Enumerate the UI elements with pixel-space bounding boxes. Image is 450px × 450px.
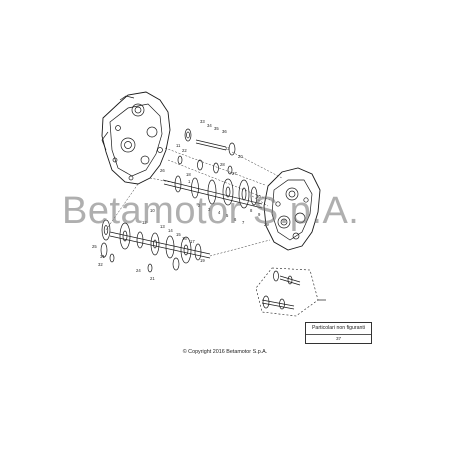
left-crankcase [101, 91, 171, 185]
callout-7: 7 [242, 220, 245, 225]
callout-22: 22 [182, 148, 187, 153]
callout-15: 15 [176, 232, 181, 237]
callout-25: 25 [92, 244, 97, 249]
note-number: 37 [335, 336, 342, 341]
note-divider [306, 334, 371, 335]
callout-19: 19 [200, 258, 205, 263]
callout-36: 36 [222, 129, 227, 134]
callout-1: 1 [188, 179, 191, 184]
callout-8: 8 [250, 208, 253, 213]
copyright-text: © Copyright 2016 Betamotor S.p.A. [182, 349, 268, 355]
callout-26: 26 [160, 168, 165, 173]
callout-28: 28 [220, 162, 225, 167]
callout-9: 9 [258, 212, 261, 217]
callout-24: 24 [136, 268, 141, 273]
callout-23: 23 [225, 146, 230, 151]
right-crankcase [263, 167, 321, 251]
callout-14: 14 [168, 228, 173, 233]
callout-21: 21 [150, 276, 155, 281]
callout-10: 10 [150, 208, 155, 213]
shift-detail-set [255, 267, 326, 317]
watermark-text: Betamotor S.p.A. [62, 190, 360, 232]
callout-labels: 33 34 35 36 11 22 20 23 28 27 26 18 1 2 … [92, 119, 269, 281]
callout-6: 6 [234, 217, 237, 222]
callout-11: 11 [176, 143, 181, 148]
callout-3: 3 [208, 207, 211, 212]
callout-16: 16 [182, 236, 187, 241]
lower-spacer-set [100, 242, 180, 273]
callout-31: 31 [100, 254, 105, 259]
callout-18: 18 [186, 172, 191, 177]
callout-2: 2 [198, 203, 201, 208]
callout-33: 33 [200, 119, 205, 124]
counter-shaft-assembly [101, 219, 211, 264]
callout-29: 29 [264, 222, 269, 227]
callout-13: 13 [160, 224, 165, 229]
callout-12: 12 [142, 220, 147, 225]
callout-27: 27 [232, 171, 237, 176]
note-title: Particolari non figuranti [311, 325, 366, 331]
leader-lines [105, 147, 283, 257]
callout-30: 30 [256, 194, 261, 199]
callout-34: 34 [207, 123, 212, 128]
callout-20: 20 [238, 154, 243, 159]
callout-17: 17 [190, 239, 195, 244]
bearing-upper-set [177, 128, 236, 175]
callout-35: 35 [214, 126, 219, 131]
callout-4: 4 [218, 210, 221, 215]
note-box: Particolari non figuranti 37 [305, 322, 372, 344]
callout-5: 5 [226, 213, 229, 218]
callout-32: 32 [98, 262, 103, 267]
